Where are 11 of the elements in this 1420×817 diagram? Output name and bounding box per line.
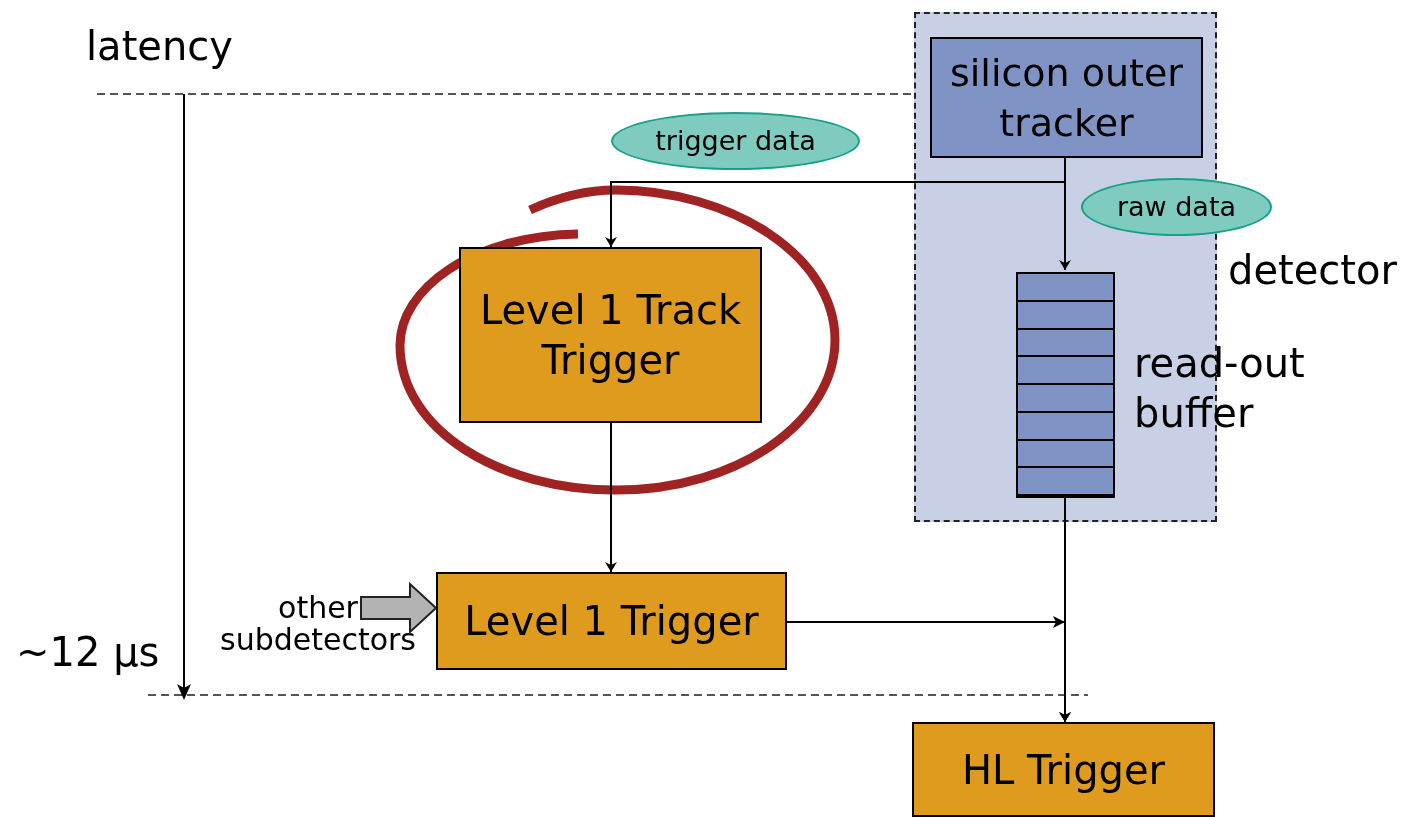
buffer-label: read-out buffer xyxy=(1134,339,1306,438)
trigger-box: Level 1 Trigger xyxy=(436,572,787,670)
process-box: silicon outer tracker xyxy=(930,37,1203,158)
latency-value: ~12 μs xyxy=(16,628,160,677)
source-text: other subdetectors xyxy=(203,592,433,664)
data-ellipse: trigger data xyxy=(611,112,860,170)
trigger-box: Level 1 Track Trigger xyxy=(459,247,762,423)
region-label: detector xyxy=(1228,246,1397,295)
axis-label: latency xyxy=(86,22,233,71)
trigger-box: HL Trigger xyxy=(912,722,1215,817)
block-arrow xyxy=(360,581,438,635)
